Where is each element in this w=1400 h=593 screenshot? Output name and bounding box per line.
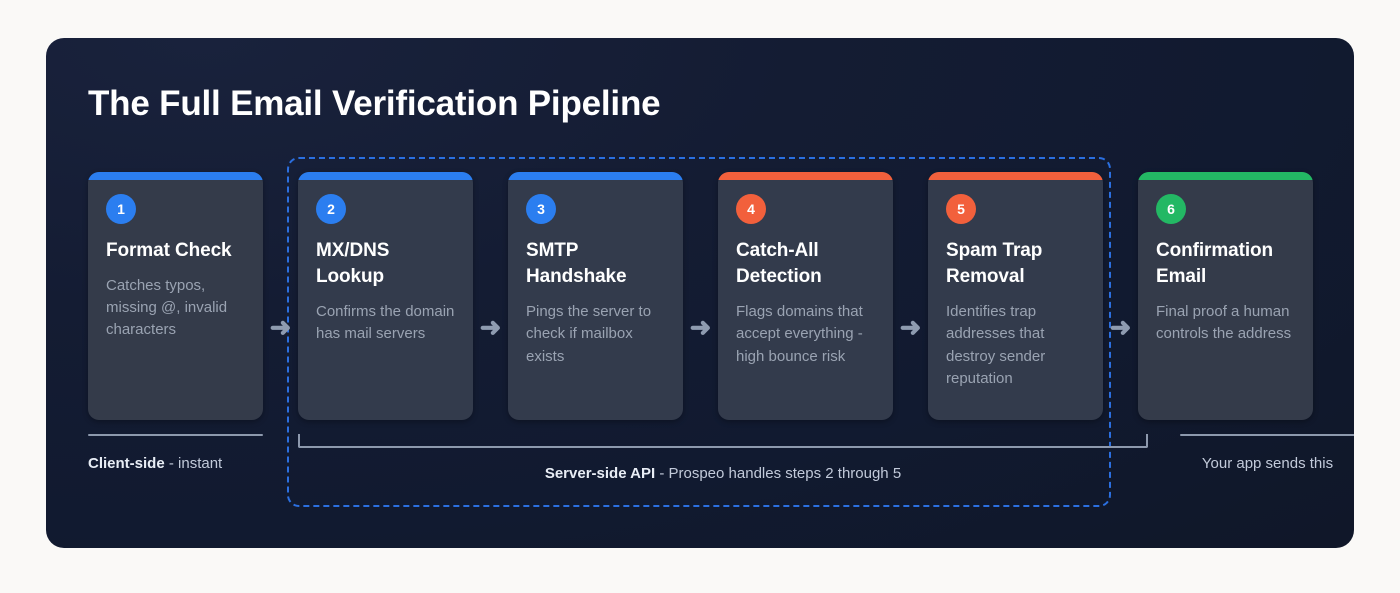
step-title-6: Confirmation Email xyxy=(1156,240,1274,288)
connector-slot-2: ➜ xyxy=(473,172,508,422)
arrow-right-icon: ➜ xyxy=(689,312,712,342)
step-number-badge-6: 6 xyxy=(1156,194,1186,224)
connector-slot-5: ➜ xyxy=(1103,172,1138,422)
pipeline-zone-labels: Client-side - instant Server-side API - … xyxy=(88,434,1354,514)
arrow-right-icon: ➜ xyxy=(899,312,922,342)
connector-slot-3: ➜ xyxy=(683,172,718,422)
app-zone-label-rest: Your app sends this xyxy=(1201,455,1334,472)
step-description-5: Identifies trap addresses that destroy s… xyxy=(946,303,1046,387)
zone-label-app: Your app sends this xyxy=(1180,434,1354,472)
card-slot-4: 4 Catch-All Detection Flags domains that… xyxy=(718,172,893,422)
client-zone-label-rest: - instant xyxy=(164,455,223,472)
card-accent-bar-1 xyxy=(88,172,263,180)
step-number-badge-4: 4 xyxy=(736,194,766,224)
step-number-badge-3: 3 xyxy=(526,194,556,224)
app-zone-rule xyxy=(1180,434,1354,436)
connector-slot-1: ➜ xyxy=(263,172,298,422)
step-title-3: SMTP Handshake xyxy=(526,240,627,288)
card-slot-6: 6 Confirmation Email Final proof a human… xyxy=(1138,172,1313,422)
card-accent-bar-6 xyxy=(1138,172,1313,180)
card-slot-1: 1 Format Check Catches typos, missing @,… xyxy=(88,172,263,422)
step-description-4: Flags domains that accept everything - h… xyxy=(736,303,863,365)
card-slot-2: 2 MX/DNS Lookup Confirms the domain has … xyxy=(298,172,473,422)
server-zone-label-rest: - Prospeo handles steps 2 through 5 xyxy=(655,465,902,482)
pipeline-panel: The Full Email Verification Pipeline 1 F… xyxy=(46,38,1354,548)
client-zone-rule xyxy=(88,434,263,436)
pipeline-step-card-5[interactable]: 5 Spam Trap Removal Identifies trap addr… xyxy=(928,172,1103,420)
arrow-right-icon: ➜ xyxy=(269,312,292,342)
step-title-4: Catch-All Detection xyxy=(736,240,822,288)
step-title-2: MX/DNS Lookup xyxy=(316,240,390,288)
step-title-5: Spam Trap Removal xyxy=(946,240,1043,288)
arrow-right-icon: ➜ xyxy=(1109,312,1132,342)
server-zone-label-bold: Server-side API xyxy=(544,465,656,482)
step-description-2: Confirms the domain has mail servers xyxy=(316,303,455,343)
step-number-badge-5: 5 xyxy=(946,194,976,224)
step-number-badge-2: 2 xyxy=(316,194,346,224)
card-accent-bar-5 xyxy=(928,172,1103,180)
step-title-1: Format Check xyxy=(106,240,232,261)
step-description-6: Final proof a human controls the address xyxy=(1156,303,1292,343)
zone-label-client: Client-side - instant xyxy=(88,434,263,472)
pipeline-step-card-3[interactable]: 3 SMTP Handshake Pings the server to che… xyxy=(508,172,683,420)
card-accent-bar-3 xyxy=(508,172,683,180)
zone-label-server: Server-side API - Prospeo handles steps … xyxy=(298,434,1148,482)
card-slot-5: 5 Spam Trap Removal Identifies trap addr… xyxy=(928,172,1103,422)
connector-slot-4: ➜ xyxy=(893,172,928,422)
client-zone-label-bold: Client-side xyxy=(88,455,165,472)
pipeline-card-row: 1 Format Check Catches typos, missing @,… xyxy=(88,172,1313,422)
pipeline-step-card-2[interactable]: 2 MX/DNS Lookup Confirms the domain has … xyxy=(298,172,473,420)
card-accent-bar-2 xyxy=(298,172,473,180)
pipeline-step-card-6[interactable]: 6 Confirmation Email Final proof a human… xyxy=(1138,172,1313,420)
step-number-badge-1: 1 xyxy=(106,194,136,224)
step-description-3: Pings the server to check if mailbox exi… xyxy=(526,303,652,365)
step-description-1: Catches typos, missing @, invalid charac… xyxy=(106,277,228,339)
pipeline-step-card-1[interactable]: 1 Format Check Catches typos, missing @,… xyxy=(88,172,263,420)
card-slot-3: 3 SMTP Handshake Pings the server to che… xyxy=(508,172,683,422)
pipeline-step-card-4[interactable]: 4 Catch-All Detection Flags domains that… xyxy=(718,172,893,420)
arrow-right-icon: ➜ xyxy=(479,312,502,342)
server-zone-bracket xyxy=(298,434,1148,448)
page-title: The Full Email Verification Pipeline xyxy=(88,84,661,123)
card-accent-bar-4 xyxy=(718,172,893,180)
